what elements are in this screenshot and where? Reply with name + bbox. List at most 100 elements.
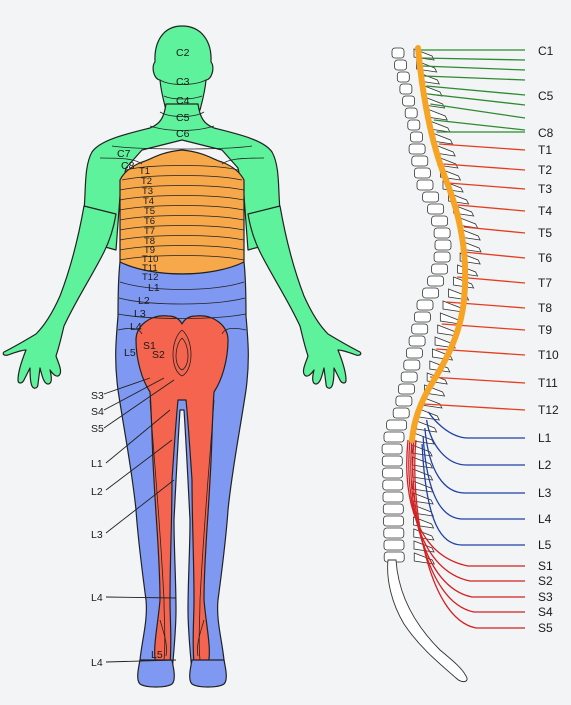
- vertebra: [427, 275, 445, 287]
- body-label-t11: T11: [142, 263, 158, 274]
- spinal-nerve: [414, 439, 525, 629]
- spinal-nerve: [464, 251, 526, 259]
- vertebra: [408, 335, 426, 347]
- spine-label-l2: L2: [538, 458, 552, 472]
- vertebra: [382, 491, 404, 503]
- spine-label-t5: T5: [538, 226, 552, 240]
- spinal-nerve: [424, 403, 526, 411]
- spine-label-l5: L5: [538, 538, 552, 552]
- spine-label-t2: T2: [538, 163, 552, 177]
- body-figure: [2, 25, 362, 688]
- spinal-nerve: [421, 443, 525, 546]
- spine-label-t9: T9: [538, 323, 552, 337]
- spinal-nerve: [424, 75, 526, 81]
- vertebra: [407, 119, 421, 131]
- body-label-c7: C7: [117, 148, 131, 160]
- leg-callouts: S3 S4 S5 L1 L2 L3 L4 L4 L5: [91, 377, 177, 669]
- spinal-nerve: [421, 65, 526, 71]
- spine-label-t8: T8: [538, 301, 552, 315]
- vertebra: [403, 359, 421, 371]
- spinal-nerve: [433, 119, 526, 131]
- body-label-l2: L2: [138, 295, 150, 307]
- shoulders: [79, 103, 285, 251]
- vertebra: [434, 239, 452, 251]
- vertebra: [398, 383, 415, 395]
- spine-label-s2: S2: [538, 574, 553, 588]
- body-label-t9: T9: [144, 245, 155, 256]
- vertebra: [382, 467, 404, 479]
- vertebra: [394, 59, 408, 71]
- spinal-nerve: [457, 276, 526, 284]
- spinal-nerve: [426, 85, 526, 96]
- body-label-c6: C6: [176, 128, 190, 140]
- spinal-nerve: [448, 182, 526, 190]
- spinal-nerve: [422, 435, 525, 520]
- callout-l3: L3: [91, 529, 103, 541]
- body-label-t10: T10: [142, 254, 158, 265]
- vertebra: [391, 47, 405, 59]
- left-foot: [137, 659, 175, 688]
- spine-label-t4: T4: [538, 204, 552, 218]
- vertebra: [408, 143, 426, 155]
- spine-label-t7: T7: [538, 276, 552, 290]
- spine-label-t12: T12: [538, 403, 559, 417]
- vertebra: [396, 71, 410, 83]
- vertebra: [400, 371, 418, 383]
- body-label-t7: T7: [144, 226, 155, 237]
- body-label-t5: T5: [144, 206, 155, 217]
- spinous-process: [418, 408, 440, 421]
- vertebra: [386, 419, 408, 431]
- spinal-nerve: [430, 103, 526, 119]
- spine-label-t11: T11: [538, 376, 558, 390]
- callout-s4: S4: [91, 406, 104, 418]
- body-label-c4: C4: [176, 95, 190, 107]
- body-label-l5: L5: [124, 347, 136, 359]
- body-label-s2: S2: [152, 349, 165, 361]
- spine-label-l3: L3: [538, 486, 552, 500]
- body-label-t4: T4: [143, 196, 154, 207]
- spinal-cord: [409, 45, 469, 443]
- right-foot: [189, 659, 227, 688]
- sacral-zone: [135, 315, 229, 671]
- vertebra: [411, 323, 429, 335]
- body-label-c8: C8: [121, 160, 135, 172]
- spine-label-t3: T3: [538, 182, 552, 196]
- callout-l4a: L4: [91, 592, 103, 604]
- vertebra: [433, 251, 451, 263]
- spinal-nerve: [439, 143, 526, 151]
- spine-label-t1: T1: [538, 143, 552, 157]
- body-label-t6: T6: [144, 216, 155, 227]
- spinal-nerve: [424, 427, 525, 494]
- vertebra: [383, 527, 405, 539]
- spine-label-s4: S4: [538, 605, 553, 619]
- vertebra: [395, 395, 413, 407]
- left-arm: [2, 205, 117, 389]
- callout-l4b: L4: [91, 657, 103, 669]
- vertebra: [383, 515, 404, 527]
- body-label-t2: T2: [141, 176, 152, 187]
- callout-s5: S5: [91, 423, 104, 435]
- spine-label-l4: L4: [538, 512, 552, 526]
- spinal-nerve: [441, 323, 526, 331]
- spine-label-t10: T10: [538, 348, 559, 362]
- vertebra: [422, 287, 440, 299]
- spinal-nerve: [425, 419, 525, 466]
- body-label-t1: T1: [139, 166, 150, 177]
- body-label-s1: S1: [143, 340, 156, 352]
- vertebra: [381, 443, 403, 455]
- body-label-l3: L3: [134, 308, 146, 320]
- spine-label-t6: T6: [538, 251, 552, 265]
- spinal-nerve: [428, 93, 526, 106]
- vertebra: [433, 227, 451, 239]
- vertebra: [405, 347, 423, 359]
- body-label-c5: C5: [176, 112, 190, 124]
- dermatome-contours: [99, 79, 265, 661]
- vertebra: [410, 131, 423, 143]
- vertebra: [431, 263, 449, 275]
- spine-label-c1: C1: [538, 44, 554, 58]
- vertebra: [413, 311, 431, 323]
- spine-label-s5: S5: [538, 621, 553, 635]
- vertebra: [402, 95, 416, 107]
